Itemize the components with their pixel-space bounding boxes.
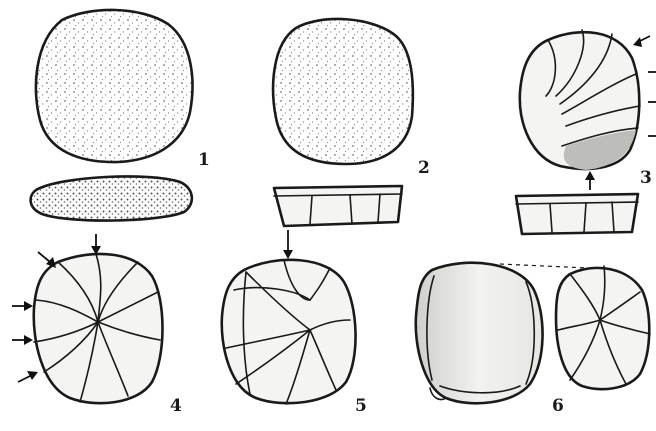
core-6-ventral-view	[416, 263, 543, 404]
label-3: 3	[640, 170, 652, 187]
core-6-dorsal-view	[556, 266, 650, 389]
pebble-1-top-view	[36, 10, 193, 162]
pebble-2-top-view	[273, 19, 413, 164]
arrow-3	[585, 171, 595, 190]
core-2-side-view	[274, 186, 402, 226]
pebble-1-side-view	[31, 176, 192, 220]
arrow-5	[283, 230, 293, 259]
core-4-flaked	[34, 254, 163, 403]
core-5-flaked	[222, 260, 356, 404]
label-1: 1	[198, 152, 210, 169]
label-5: 5	[355, 398, 367, 415]
core-3-side-view	[516, 194, 638, 234]
core-3-top-view	[520, 30, 640, 170]
label-6: 6	[552, 398, 564, 415]
dashed-connector-6	[500, 264, 588, 268]
label-2: 2	[418, 160, 430, 177]
label-4: 4	[170, 398, 182, 415]
